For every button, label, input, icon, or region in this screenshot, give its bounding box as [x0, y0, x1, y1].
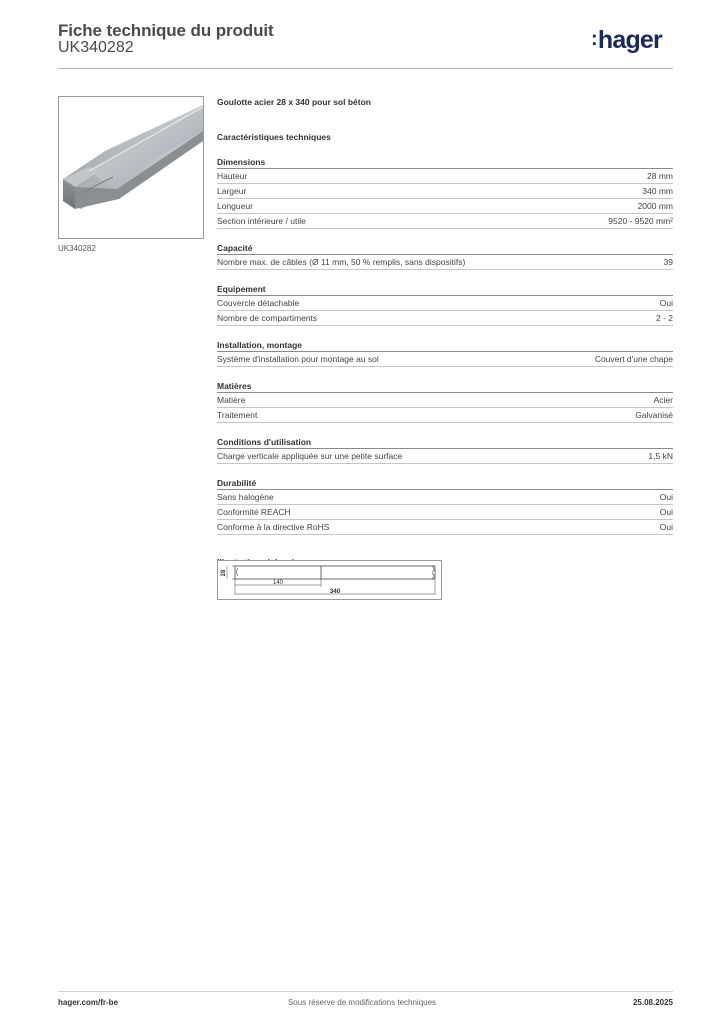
- spec-label: Nombre de compartiments: [217, 313, 318, 323]
- logo-dots-icon: :: [591, 28, 598, 50]
- header-divider: [58, 68, 673, 69]
- footer-website[interactable]: hager.com/fr-be: [58, 998, 119, 1007]
- spec-value: Oui: [659, 492, 673, 502]
- technical-drawing: 140 340 28: [217, 560, 442, 600]
- spec-value: 39: [663, 257, 673, 267]
- spec-row: Traitement Galvanisé: [217, 408, 673, 423]
- duct-cross-section-drawing: 140 340 28: [221, 565, 436, 595]
- spec-label: Système d'installation pour montage au s…: [217, 354, 379, 364]
- section-title: Dimensions: [217, 156, 673, 169]
- dim-compartment-label: 140: [273, 580, 284, 586]
- section-title: Matières: [217, 380, 673, 393]
- dim-width-label: 340: [330, 588, 341, 595]
- spec-row: Matière Acier: [217, 393, 673, 408]
- spec-value: 9520 - 9520 mm²: [608, 216, 673, 226]
- spec-row: Couvercle détachable Oui: [217, 296, 673, 311]
- spec-value: Oui: [659, 298, 673, 308]
- product-photo: [58, 96, 204, 239]
- spec-label: Sans halogène: [217, 492, 274, 502]
- spec-value: 2 - 2: [655, 313, 673, 323]
- spec-row: Nombre max. de câbles (Ø 11 mm, 50 % rem…: [217, 255, 673, 270]
- spec-label: Section intérieure / utile: [217, 216, 306, 226]
- spec-label: Conforme à la directive RoHS: [217, 522, 330, 532]
- section-title: Capacité: [217, 242, 673, 255]
- photo-caption: UK340282: [58, 244, 96, 253]
- product-name: Goulotte acier 28 x 340 pour sol béton: [217, 97, 371, 107]
- spec-value: Acier: [653, 395, 673, 405]
- hager-logo: :hager: [591, 26, 663, 55]
- spec-value: Oui: [659, 507, 673, 517]
- spec-label: Largeur: [217, 186, 247, 196]
- spec-row: Conforme à la directive RoHS Oui: [217, 520, 673, 535]
- tech-characteristics-heading: Caractéristiques techniques: [217, 132, 331, 142]
- spec-label: Charge verticale appliquée sur une petit…: [217, 451, 403, 461]
- spec-label: Conformité REACH: [217, 507, 291, 517]
- spec-value: 340 mm: [642, 186, 673, 196]
- spec-row: Charge verticale appliquée sur une petit…: [217, 449, 673, 464]
- spec-label: Hauteur: [217, 171, 248, 181]
- product-reference: UK340282: [58, 39, 134, 56]
- cable-duct-image: [63, 105, 203, 209]
- spec-row: Hauteur 28 mm: [217, 169, 673, 184]
- spec-row: Section intérieure / utile 9520 - 9520 mm…: [217, 214, 673, 229]
- logo-text: hager: [597, 26, 663, 54]
- spec-row: Système d'installation pour montage au s…: [217, 352, 673, 367]
- spec-value: 2000 mm: [637, 201, 673, 211]
- spec-row: Nombre de compartiments 2 - 2: [217, 311, 673, 326]
- spec-value: Couvert d'une chape: [594, 354, 673, 364]
- spec-label: Longueur: [217, 201, 253, 211]
- spec-label: Nombre max. de câbles (Ø 11 mm, 50 % rem…: [217, 257, 466, 267]
- spec-row: Sans halogène Oui: [217, 490, 673, 505]
- section-title: Installation, montage: [217, 339, 673, 352]
- spec-content: Goulotte acier 28 x 340 pour sol béton C…: [217, 96, 673, 568]
- footer-divider: [58, 991, 673, 992]
- section-title: Equipement: [217, 283, 673, 296]
- spec-value: Oui: [659, 522, 673, 532]
- spec-row: Longueur 2000 mm: [217, 199, 673, 214]
- dim-height-label: 28: [221, 569, 227, 576]
- footer-date: 25.08.2025: [632, 998, 673, 1007]
- footer-disclaimer: Sous réserve de modifications techniques: [287, 998, 437, 1007]
- spec-label: Traitement: [217, 410, 258, 420]
- section-title: Durabilité: [217, 477, 673, 490]
- spec-row: Conformité REACH Oui: [217, 505, 673, 520]
- spec-value: Galvanisé: [635, 410, 673, 420]
- section-title: Conditions d'utilisation: [217, 436, 673, 449]
- spec-value: 28 mm: [647, 171, 673, 181]
- spec-label: Matière: [217, 395, 246, 405]
- spec-value: 1,5 kN: [648, 451, 673, 461]
- spec-label: Couvercle détachable: [217, 298, 300, 308]
- page-title: Fiche technique du produit: [58, 21, 274, 40]
- spec-row: Largeur 340 mm: [217, 184, 673, 199]
